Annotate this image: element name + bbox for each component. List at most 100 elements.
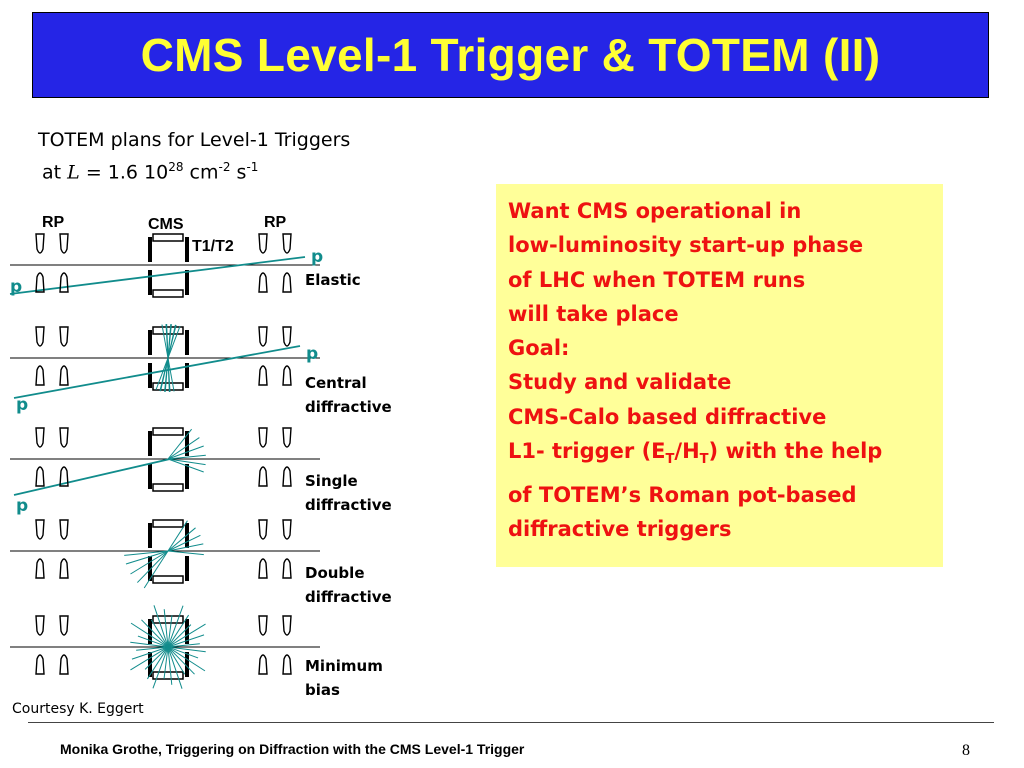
unit-s-exponent: -1 [246, 160, 259, 174]
roman-pot-bottom [282, 365, 292, 386]
roman-pot-bottom [282, 466, 292, 487]
t1t2-box [152, 519, 184, 528]
process-row: Minimum bias [10, 605, 383, 699]
particle-track [167, 428, 193, 460]
unit-s: s [236, 161, 247, 184]
cms-detector-bar [185, 464, 189, 489]
subtitle-line-2: at L = 1.6 1028 cm-2 s-1 [38, 154, 350, 186]
footer-author: Monika Grothe, Triggering on Diffraction… [60, 741, 525, 757]
roman-pot-top [282, 427, 292, 448]
unit-cm: cm [189, 161, 219, 184]
roman-pot-bottom [258, 272, 268, 293]
note-line: Goal: [508, 336, 570, 361]
proton-label: p [10, 277, 22, 297]
t1t2-box [152, 326, 184, 335]
particle-track [167, 454, 206, 460]
cms-detector-bar [185, 556, 189, 581]
roman-pot-top [258, 615, 268, 636]
t1t2-label: T1/T2 [192, 238, 234, 255]
t1t2-box [152, 427, 184, 436]
roman-pot-top [59, 615, 69, 636]
subscript-t: T [699, 452, 709, 468]
process-label: bias [305, 681, 340, 699]
note-line: Want CMS operational in [508, 199, 802, 223]
roman-pot-top [282, 233, 292, 254]
title-banner: CMS Level-1 Trigger & TOTEM (II) [32, 12, 989, 98]
t1t2-box [152, 289, 184, 298]
cms-detector-bar [148, 330, 152, 355]
roman-pot-top [258, 326, 268, 347]
particle-track [167, 534, 201, 552]
luminosity-exponent: 28 [168, 160, 184, 174]
cms-label: CMS [148, 216, 184, 233]
roman-pot-bottom [282, 558, 292, 579]
cms-detector-bar [148, 619, 152, 644]
particle-track [155, 326, 181, 390]
proton-track [13, 345, 301, 399]
unit-cm-exponent: -2 [218, 160, 231, 174]
proton-label: p [311, 247, 323, 267]
note-line: of TOTEM’s Roman pot-based [508, 482, 857, 507]
t1t2-box [152, 483, 184, 492]
roman-pot-top [59, 233, 69, 254]
subtitle-at: at [42, 161, 62, 184]
roman-pot-bottom [59, 272, 69, 293]
roman-pot-bottom [258, 466, 268, 487]
t1t2-box [152, 233, 184, 242]
particle-track [124, 550, 169, 556]
particle-track [167, 543, 204, 552]
note-line: will take place [508, 301, 679, 326]
subscript-t: T [665, 452, 675, 468]
roman-pot-top [258, 427, 268, 448]
t1t2-box [152, 575, 184, 584]
cms-detector-bar [148, 237, 152, 262]
roman-pot-bottom [258, 365, 268, 386]
roman-pot-bottom [59, 654, 69, 675]
t1t2-box [152, 382, 184, 391]
cms-detector-bar [185, 431, 189, 456]
cms-detector-bar [148, 363, 152, 388]
trigger-h: /H [674, 439, 700, 464]
particle-track [167, 437, 200, 460]
cms-detector-bar [185, 237, 189, 262]
goal-note-box: Want CMS operational in low-luminosity s… [496, 184, 943, 567]
process-label: diffractive [305, 588, 392, 606]
particle-track [136, 550, 169, 583]
process-label: Single [305, 472, 358, 490]
note-line: of LHC when TOTEM runs [508, 267, 806, 292]
roman-pot-top [59, 519, 69, 540]
roman-pot-bottom [282, 654, 292, 675]
roman-pot-bottom [35, 558, 45, 579]
roman-pot-top [258, 519, 268, 540]
luminosity-value: = 1.6 10 [85, 161, 169, 184]
particle-track [167, 527, 196, 552]
note-line: low-luminosity start-up phase [508, 233, 864, 258]
proton-track [9, 256, 306, 295]
cms-detector-bar [148, 270, 152, 295]
roman-pot-top [35, 326, 45, 347]
footer-divider [28, 722, 994, 723]
rp-right-label: RP [264, 214, 287, 231]
cms-detector-bar [148, 431, 152, 456]
roman-pot-top [35, 427, 45, 448]
particle-track [130, 641, 206, 653]
process-label: Double [305, 564, 365, 582]
particle-track [167, 445, 204, 460]
courtesy-credit: Courtesy K. Eggert [12, 701, 144, 717]
proton-label: p [306, 344, 318, 364]
cms-detector-bar [148, 523, 152, 548]
trigger-prefix: L1- trigger (E [508, 439, 666, 464]
note-line: Study and validate [508, 370, 732, 395]
process-row: Double diffractive [10, 519, 392, 606]
roman-pot-bottom [35, 654, 45, 675]
cms-detector-bar [185, 270, 189, 295]
roman-pot-bottom [258, 654, 268, 675]
roman-pot-top [59, 427, 69, 448]
roman-pot-top [282, 615, 292, 636]
roman-pot-bottom [59, 365, 69, 386]
roman-pot-bottom [59, 558, 69, 579]
